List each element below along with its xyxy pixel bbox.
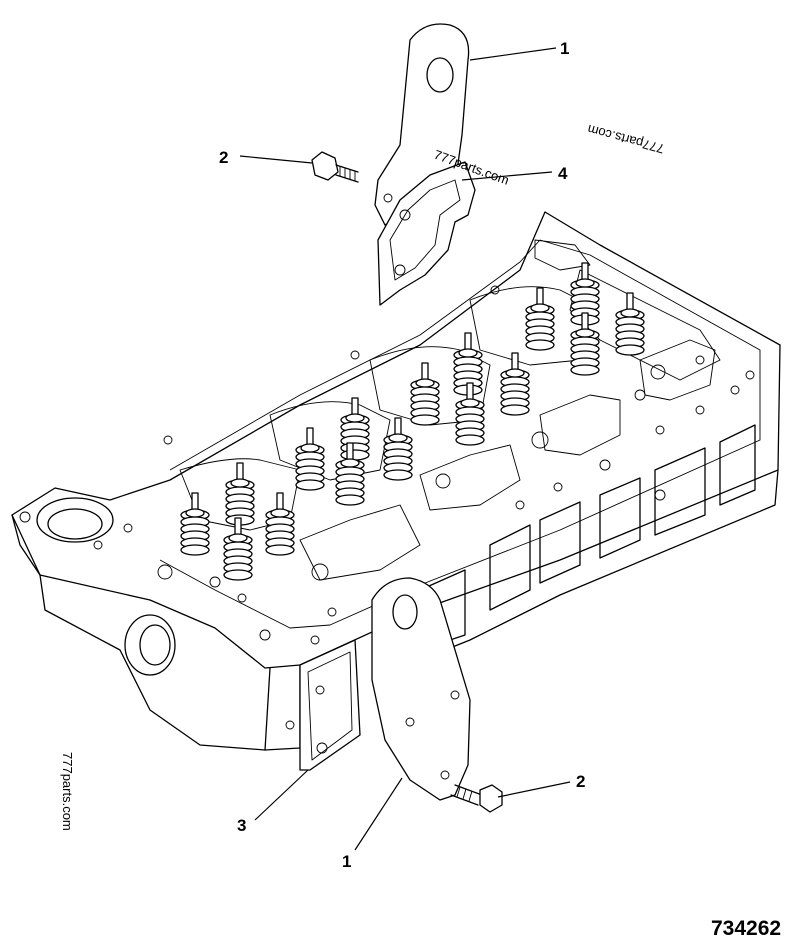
valve-spring <box>225 462 255 526</box>
valve-spring <box>340 397 370 461</box>
callout-4: 4 <box>558 164 568 183</box>
lifting-bracket-lower <box>371 577 471 801</box>
callout-1-upper: 1 <box>560 39 569 58</box>
watermark-left: 777parts.com <box>60 752 75 831</box>
figure-number: 734262 <box>711 917 781 940</box>
watermark-top-right: 777parts.com <box>586 122 666 157</box>
valve-spring <box>570 312 600 376</box>
callout-1-lower: 1 <box>342 852 351 871</box>
valve-spring <box>223 517 253 581</box>
valve-spring <box>500 352 530 416</box>
callout-2-lower: 2 <box>576 772 585 791</box>
valve-spring <box>455 382 485 446</box>
leader-lines <box>239 47 571 851</box>
cylinder-head <box>11 211 781 751</box>
valve-spring <box>383 417 413 481</box>
valve-springs <box>180 262 645 581</box>
valve-spring <box>410 362 440 426</box>
callout-3: 3 <box>237 816 246 835</box>
gasket-lower <box>299 639 361 771</box>
valve-spring <box>295 427 325 491</box>
bolt-upper <box>311 151 359 183</box>
valve-spring <box>265 492 295 556</box>
bolt-lower <box>450 784 503 813</box>
gasket-upper <box>377 161 476 306</box>
valve-spring <box>615 292 645 356</box>
valve-spring <box>180 492 210 556</box>
callout-2-upper: 2 <box>219 148 228 167</box>
valve-spring <box>525 287 555 351</box>
valve-spring <box>335 442 365 506</box>
